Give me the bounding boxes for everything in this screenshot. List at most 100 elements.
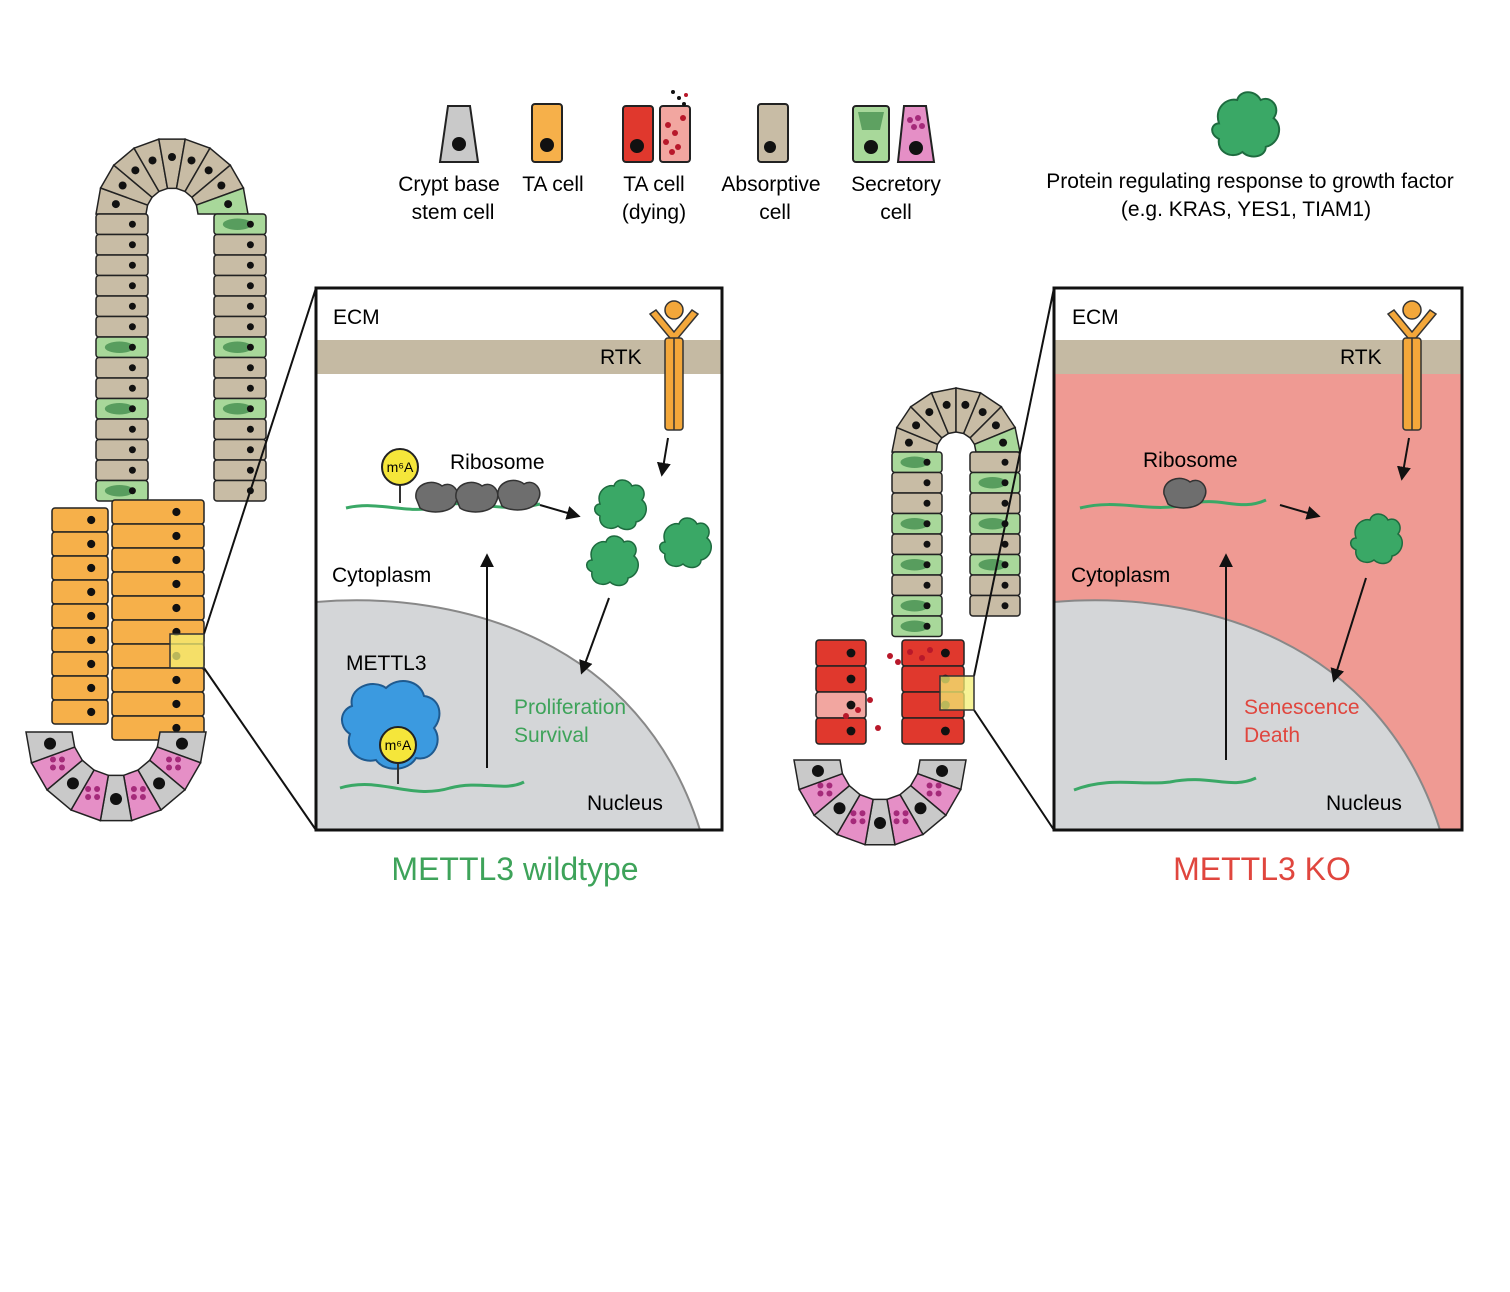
absorptive-cell: [969, 594, 1021, 617]
granule: [817, 790, 824, 797]
ribosome-label: Ribosome: [450, 451, 545, 474]
nucleus-dot: [128, 466, 136, 474]
nucleus-dot: [131, 166, 140, 175]
nucleus-dot: [87, 539, 96, 549]
ta-cell: [111, 691, 205, 717]
granules: [222, 218, 252, 230]
granule: [859, 810, 866, 817]
granule: [893, 810, 900, 817]
absorptive-cell: [891, 533, 943, 556]
absorptive-cell: [213, 438, 267, 461]
ta-cell: [51, 603, 109, 629]
granules: [222, 341, 252, 353]
nucleus-dot: [961, 400, 970, 409]
nucleus-dot: [1001, 581, 1009, 589]
ecm-label: ECM: [333, 306, 380, 329]
nucleus-dot: [1001, 602, 1009, 610]
nucleus-dot: [111, 200, 120, 209]
absorptive-cell: [95, 233, 149, 256]
absorptive-cell: [969, 533, 1021, 556]
granule: [175, 764, 182, 771]
nucleus-dot: [87, 635, 96, 645]
legend-label: Secretory: [851, 173, 941, 196]
rtk-label: RTK: [1340, 346, 1382, 369]
absorptive-cell: [891, 492, 943, 515]
legend-label: cell: [759, 201, 791, 224]
ta-cell: [111, 547, 205, 573]
nucleus-dot: [44, 737, 57, 750]
granule: [935, 790, 942, 797]
m6a-label: m⁶A: [387, 459, 414, 475]
granule: [85, 793, 92, 800]
nucleus-dot: [66, 777, 79, 790]
ecm-band: [316, 340, 722, 374]
ta-cell: [111, 571, 205, 597]
zoom-line: [203, 287, 317, 635]
granule: [817, 782, 824, 789]
nucleus-dot: [172, 531, 181, 541]
protein-legend-label: Protein regulating response to growth fa…: [1046, 170, 1453, 193]
absorptive-cell: [213, 254, 267, 277]
nucleus-region: [316, 599, 702, 830]
granule: [826, 790, 833, 797]
nucleus-dot: [128, 425, 136, 433]
nucleus-dot: [128, 241, 136, 249]
cell-debris: [927, 647, 933, 653]
cell-debris: [919, 655, 925, 661]
cell-debris: [843, 713, 849, 719]
nucleus-dot: [128, 343, 136, 351]
cytoplasm-label: Cytoplasm: [1071, 564, 1170, 587]
nucleus-dot: [172, 507, 181, 517]
ta-cell: [111, 523, 205, 549]
ta-cell: [51, 651, 109, 677]
nucleus-dot: [246, 220, 254, 228]
nucleus-dot: [128, 446, 136, 454]
absorptive-cell: [213, 479, 267, 502]
nucleus-dot: [128, 302, 136, 310]
granule: [139, 793, 146, 800]
cell-debris: [887, 653, 893, 659]
granule: [926, 782, 933, 789]
ta-cell: [51, 627, 109, 653]
granules: [978, 518, 1007, 530]
crypt-villus-wildtype: [25, 138, 267, 822]
nucleus-dot: [246, 364, 254, 372]
granules: [900, 456, 929, 468]
nucleus-dot: [110, 793, 122, 805]
legend-ta-cell-icon: [531, 103, 563, 163]
nucleus-dot: [172, 603, 181, 613]
absorptive-cell: [95, 459, 149, 482]
nucleus-dot: [172, 675, 181, 685]
nucleus-dot: [925, 408, 934, 417]
absorptive-cell: [95, 274, 149, 297]
nucleus-dot: [936, 764, 949, 777]
granule: [175, 756, 182, 763]
nucleus-dot: [217, 181, 226, 190]
caption-ko: METTL3 KO: [1173, 851, 1351, 887]
nucleus-dot: [923, 602, 931, 610]
nucleus-dot: [128, 220, 136, 228]
legend-label: (dying): [622, 201, 686, 224]
granule: [859, 818, 866, 825]
absorptive-cell: [969, 492, 1021, 515]
nucleus-dot: [940, 726, 950, 736]
nucleus-dot: [246, 405, 254, 413]
granules: [104, 485, 134, 497]
zoom-region-box: [169, 633, 205, 669]
legend-label: Crypt base: [398, 173, 500, 196]
legend-label: Absorptive: [721, 173, 820, 196]
absorptive-cell: [213, 315, 267, 338]
zoom-line: [973, 709, 1055, 831]
absorptive-cell: [969, 451, 1021, 474]
nucleus-dot: [172, 579, 181, 589]
nucleus-dot: [246, 343, 254, 351]
ta-cell: [111, 595, 205, 621]
granule: [58, 756, 65, 763]
nucleus-region: [1054, 599, 1442, 830]
nucleus-dot: [923, 581, 931, 589]
m6a-label: m⁶A: [385, 737, 412, 753]
nucleus-dot: [128, 323, 136, 331]
nucleus-dot: [128, 261, 136, 269]
ta-dying-cell: [815, 691, 867, 719]
mrna-strand: [1073, 776, 1257, 792]
